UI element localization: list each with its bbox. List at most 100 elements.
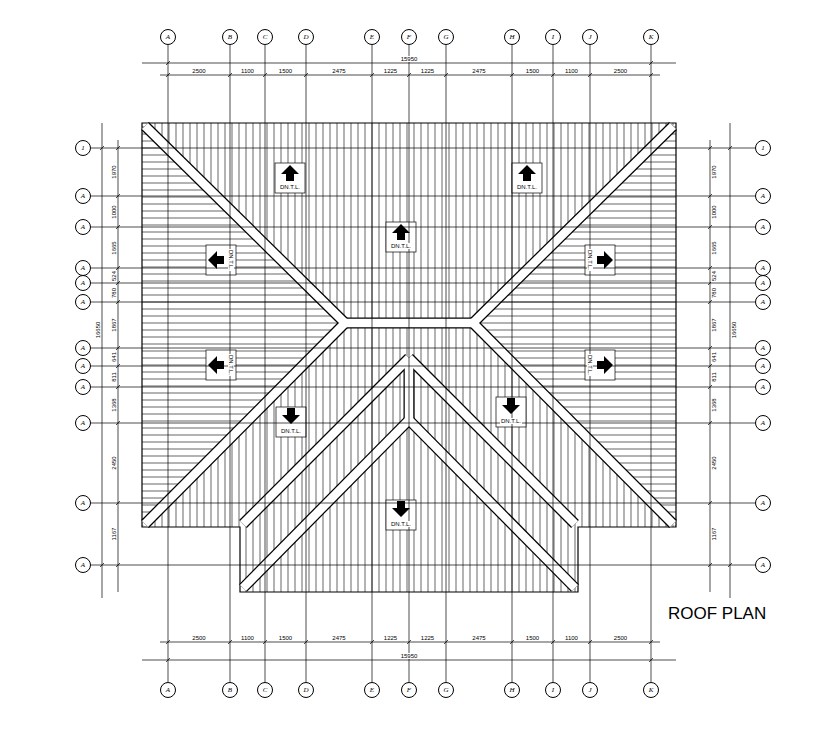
- grid-line: [91, 148, 755, 149]
- grid-bubble: G: [438, 29, 454, 45]
- arrow-box: [206, 350, 236, 380]
- dimension-text: 1000: [711, 204, 717, 219]
- dimension-text: 2450: [711, 455, 717, 470]
- grid-label: A: [761, 384, 765, 391]
- grid-bubble: C: [257, 29, 273, 45]
- grid-bubble: A: [755, 260, 771, 276]
- grid-bubble: I: [545, 682, 561, 698]
- dimension-line: [102, 123, 103, 598]
- grid-label: J: [588, 687, 591, 694]
- dimension-text: 811: [111, 371, 117, 383]
- grid-bubble: A: [75, 340, 91, 356]
- slope-arrow: [281, 165, 299, 181]
- grid-label: A: [761, 363, 765, 370]
- dimension-lines: [100, 61, 732, 662]
- grid-label: A: [761, 500, 765, 507]
- grid-label: 1: [761, 145, 765, 152]
- slope-arrow: [597, 251, 613, 269]
- grid-label: B: [228, 687, 232, 694]
- grid-label: B: [228, 34, 232, 41]
- grid-line: [91, 268, 755, 269]
- grid-label: A: [166, 34, 170, 41]
- dimension-text: 2500: [191, 68, 206, 74]
- grid-label: A: [81, 265, 85, 272]
- dimension-text: 15950: [400, 56, 419, 62]
- dimension-text: 1368: [711, 397, 717, 412]
- slope-arrow: [597, 356, 613, 374]
- grid-line: [265, 45, 266, 682]
- dimension-text: 1500: [278, 68, 293, 74]
- dimension-line: [160, 642, 660, 643]
- grid-bubble: B: [222, 682, 238, 698]
- grid-label: A: [81, 384, 85, 391]
- grid-label: A: [81, 193, 85, 200]
- dimension-line: [160, 75, 660, 76]
- dimension-text: 641: [711, 351, 717, 363]
- arrow-box: [276, 407, 306, 437]
- slope-arrows: [206, 163, 615, 530]
- grid-label: A: [81, 420, 85, 427]
- grid-label: F: [407, 34, 411, 41]
- grid-label: D: [303, 687, 308, 694]
- dimension-text: 524: [711, 269, 717, 281]
- dimension-text: 2500: [613, 68, 628, 74]
- dimension-text: 1167: [711, 527, 717, 542]
- grid-label: A: [81, 562, 85, 569]
- dimension-text: 1225: [383, 635, 398, 641]
- dimension-text: 1100: [564, 68, 579, 74]
- grid-bubble: D: [298, 682, 314, 698]
- grid-label: A: [761, 193, 765, 200]
- grid-bubble: F: [401, 29, 417, 45]
- grid-label: 1: [81, 145, 85, 152]
- grid-line: [409, 45, 410, 682]
- grid-label: E: [370, 34, 374, 41]
- grid-line: [91, 503, 755, 504]
- grid-bubble: A: [75, 415, 91, 431]
- grid-label: F: [407, 687, 411, 694]
- dimension-line: [730, 123, 731, 598]
- dimension-text: 2475: [331, 68, 346, 74]
- grid-label: C: [263, 687, 268, 694]
- dimension-text: 1867: [111, 317, 117, 332]
- grid-line: [91, 348, 755, 349]
- slope-text: DN.T.L.: [587, 354, 593, 376]
- slope-text: DN.T.L.: [587, 249, 593, 271]
- grid-label: A: [761, 224, 765, 231]
- grid-bubble: F: [401, 682, 417, 698]
- grid-label: A: [761, 562, 765, 569]
- dimension-text: 1500: [525, 635, 540, 641]
- grid-line: [91, 227, 755, 228]
- dimension-text: 1665: [711, 240, 717, 255]
- arrow-box: [206, 245, 236, 275]
- grid-bubble: A: [75, 275, 91, 291]
- slope-arrow: [392, 224, 410, 240]
- dimension-text: 641: [111, 351, 117, 363]
- grid-label: G: [443, 34, 448, 41]
- dimension-text: 524: [111, 269, 117, 281]
- grid-bubble: J: [582, 682, 598, 698]
- slope-text: DN.T.L.: [390, 243, 412, 249]
- dimension-text: 1225: [420, 68, 435, 74]
- slope-text: DN.T.L.: [500, 418, 522, 424]
- dimension-text: 2500: [191, 635, 206, 641]
- dimension-text: 1225: [383, 68, 398, 74]
- grid-bubble: K: [643, 682, 659, 698]
- slope-text: DN.T.L.: [280, 428, 302, 434]
- grid-bubble: I: [545, 29, 561, 45]
- grid-label: J: [588, 34, 591, 41]
- grid-bubble: A: [755, 188, 771, 204]
- grid-label: K: [649, 687, 654, 694]
- grid-bubble: 1: [755, 140, 771, 156]
- grid-label: I: [552, 34, 554, 41]
- dimension-text: 16650: [731, 321, 737, 340]
- dimension-text: 2500: [613, 635, 628, 641]
- arrow-box: [275, 163, 305, 193]
- slope-arrow: [282, 408, 300, 424]
- dimension-text: 1500: [278, 635, 293, 641]
- grid-bubble: A: [160, 682, 176, 698]
- grid-bubble: C: [257, 682, 273, 698]
- dimension-text: 2475: [471, 68, 486, 74]
